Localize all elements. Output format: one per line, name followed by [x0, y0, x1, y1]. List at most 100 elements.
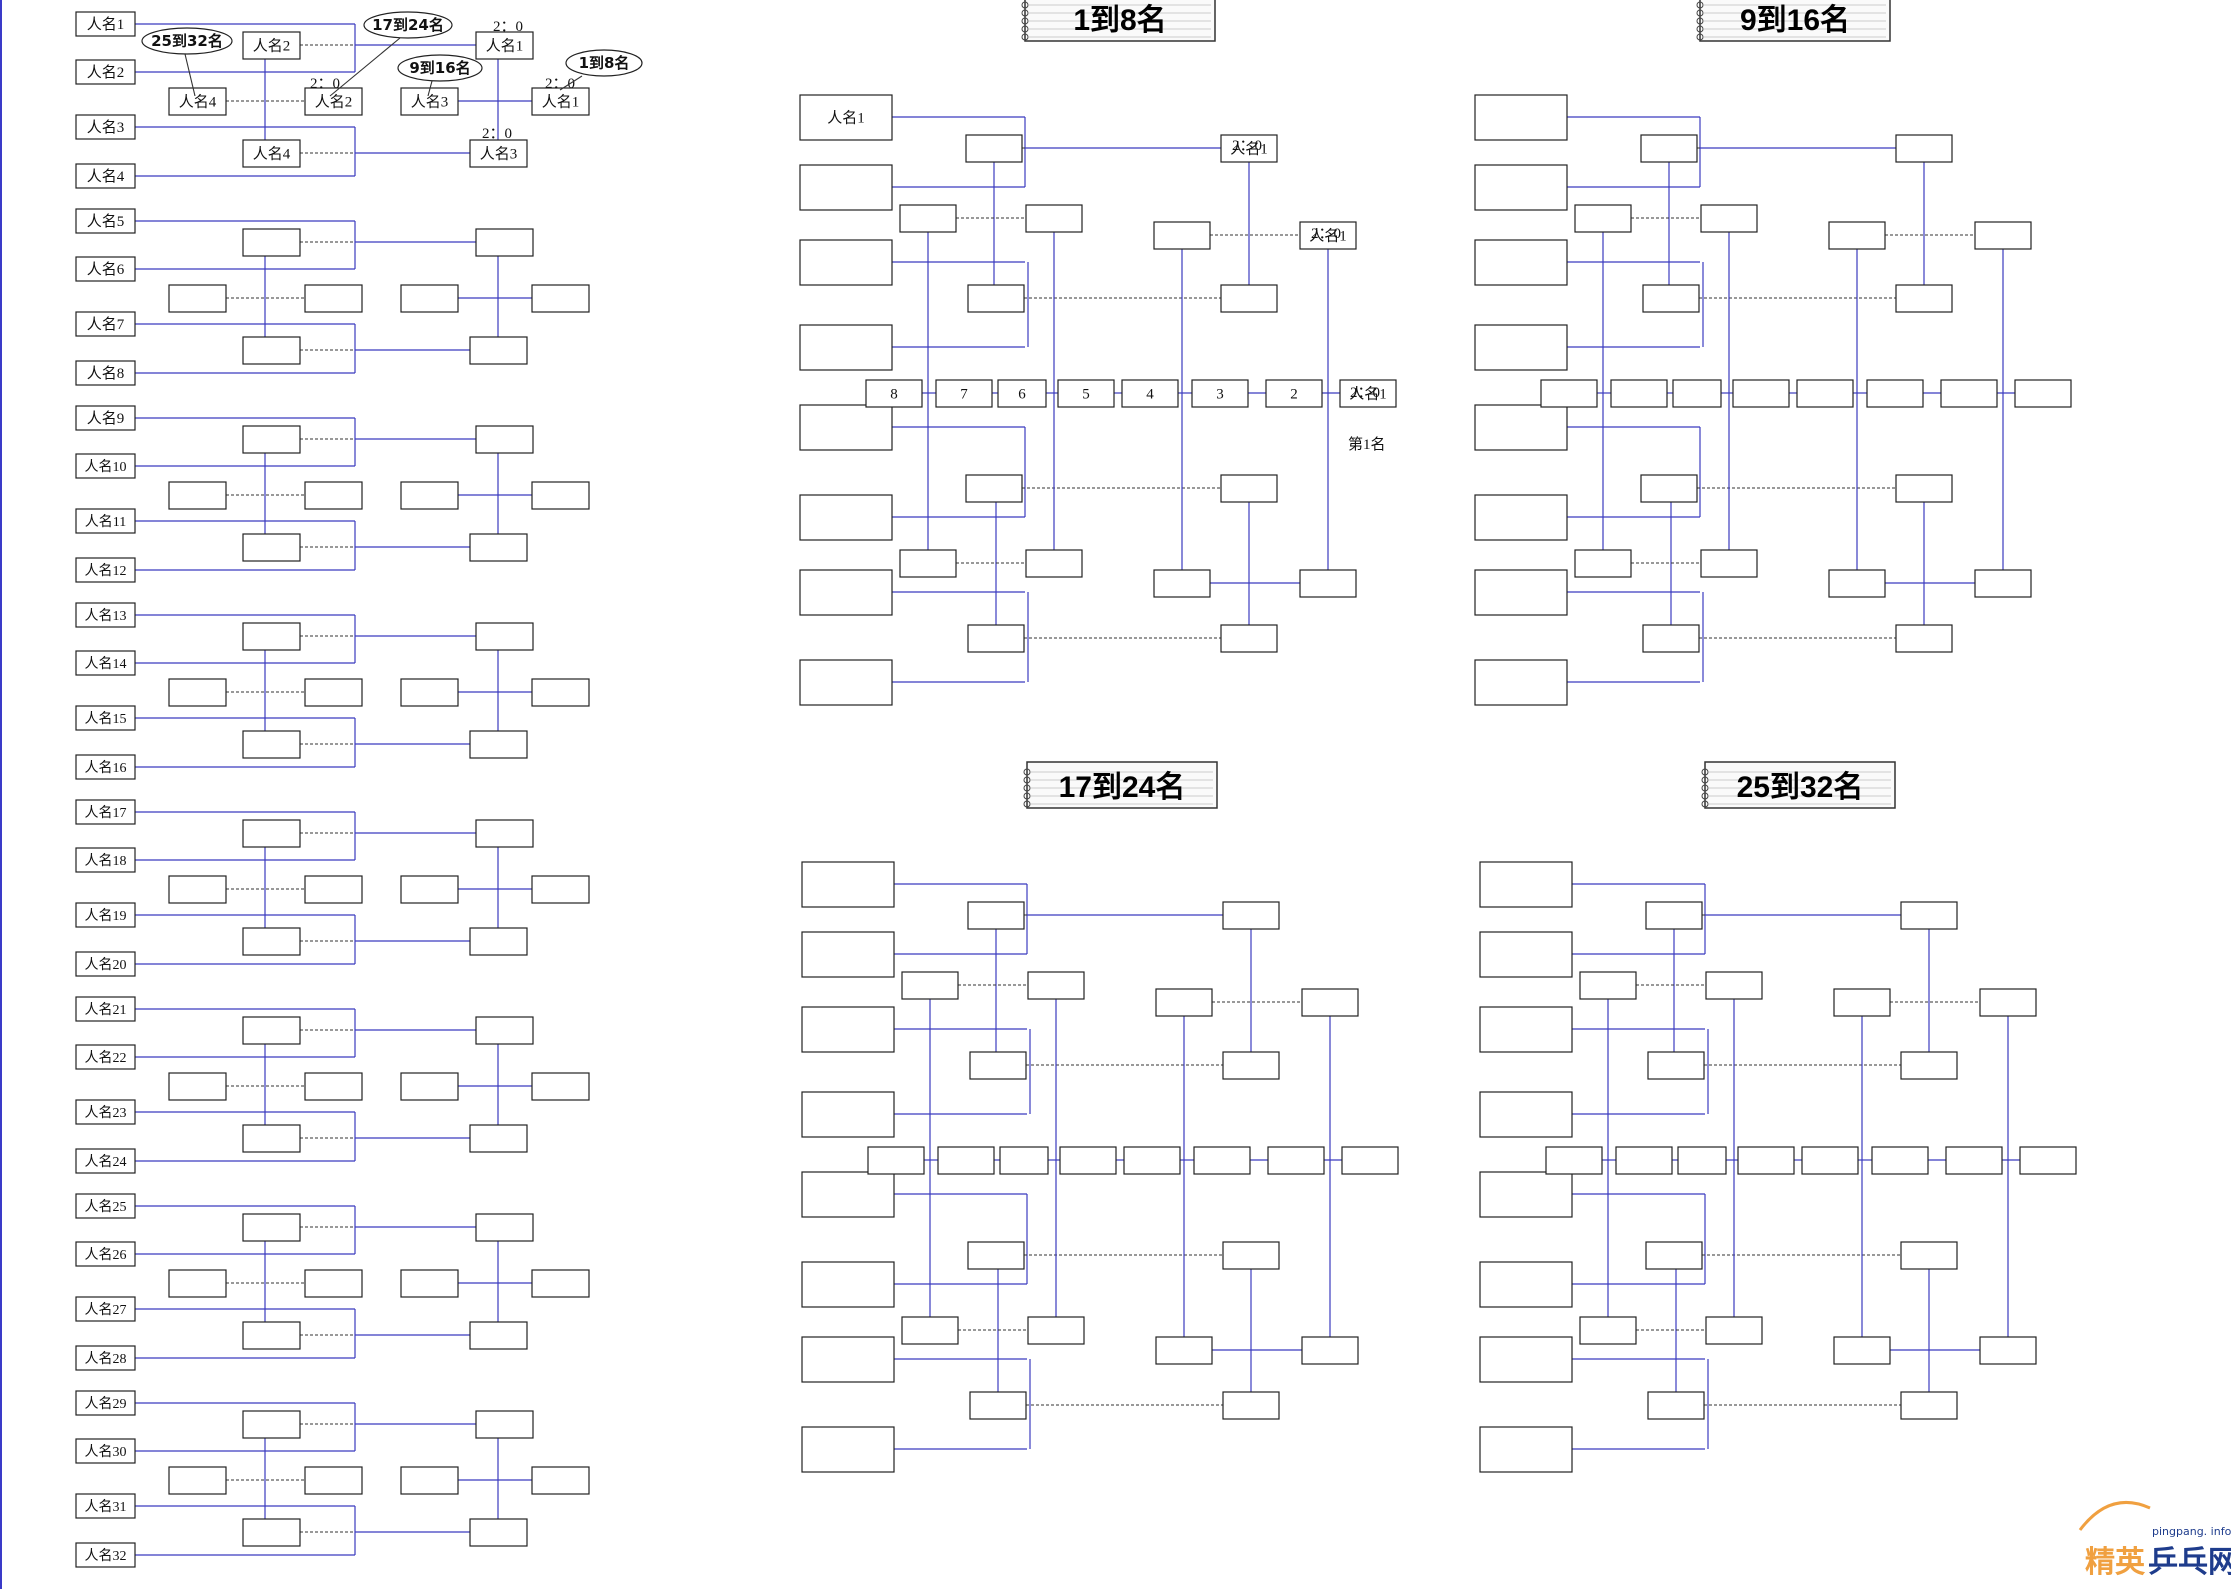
p4-r1-d [1647, 1391, 1705, 1420]
g6-r4-right [531, 1072, 590, 1101]
p2-r1-d [1642, 624, 1700, 653]
p3-r1-c [967, 1241, 1025, 1270]
g8-r2-left [168, 1466, 227, 1495]
callout-25-32 [141, 27, 233, 55]
p1-placing-5 [1057, 379, 1115, 408]
p4-final-a [1833, 988, 1891, 1017]
p4-title-ring [1701, 784, 1709, 792]
player-box-30 [75, 1438, 136, 1464]
player-box-31-label: 人名31 [85, 1499, 127, 1515]
p4-final-d [1979, 1336, 2037, 1365]
p3-title-banner [1026, 761, 1218, 809]
p4-title-ring [1701, 800, 1709, 808]
p2-r2-b [1700, 204, 1758, 233]
p2-placing-5 [1732, 379, 1790, 408]
player-box-10-label: 人名10 [85, 459, 127, 475]
p4-placing-7 [1615, 1146, 1673, 1175]
p2-placing-3 [1866, 379, 1924, 408]
p3-title-ring [1023, 784, 1031, 792]
p4-semi-d [1900, 1391, 1958, 1420]
player-box-4-label: 人名4 [87, 168, 125, 185]
p1-score-2: 2：0 [1311, 226, 1341, 242]
p3-r1-b [969, 1051, 1027, 1080]
p2-final-a [1828, 221, 1886, 250]
g4-r2-right [304, 678, 363, 707]
p3-semi-d [1222, 1391, 1280, 1420]
p2-title-ring [1696, 1, 1704, 9]
player-box-16 [75, 754, 136, 780]
p3-placing-7 [937, 1146, 995, 1175]
g6-r4-left [400, 1072, 459, 1101]
player-box-12 [75, 557, 136, 583]
g1-r1-bottom [242, 139, 301, 168]
p4-r1-a [1645, 901, 1703, 930]
player-box-28-label: 人名28 [85, 1351, 127, 1367]
p1-title-ring [1021, 25, 1029, 33]
p1-entry-1-label: 人名1 [827, 110, 865, 127]
player-box-3 [75, 114, 136, 140]
g4-r4-left [400, 678, 459, 707]
p1-placing-7 [935, 379, 993, 408]
g3-r2-right [304, 481, 363, 510]
callout-25-32-text: 25到32名 [151, 32, 223, 50]
p2-final-d [1974, 569, 2032, 598]
player-box-13-label: 人名13 [85, 608, 127, 624]
player-box-4 [75, 163, 136, 189]
p4-r2-a [1579, 971, 1637, 1000]
p3-placing-3 [1193, 1146, 1251, 1175]
p2-title: 9到16名 [1740, 4, 1850, 37]
p1-entry-1 [799, 94, 893, 141]
player-box-27 [75, 1296, 136, 1322]
callout-1-8 [565, 49, 643, 77]
g3-r2-left [168, 481, 227, 510]
player-box-15 [75, 705, 136, 731]
player-box-16-label: 人名16 [85, 760, 127, 776]
p2-placing-6 [1672, 379, 1722, 408]
player-box-12-label: 人名12 [85, 563, 127, 579]
p2-semi-b [1895, 284, 1953, 313]
player-box-26 [75, 1241, 136, 1267]
player-box-19-label: 人名19 [85, 908, 127, 924]
g1-r3-bottom [469, 139, 528, 168]
p3-final-c [1155, 1336, 1213, 1365]
g3-r1-bottom [242, 533, 301, 562]
g3-r4-left [400, 481, 459, 510]
p2-title-ring [1696, 9, 1704, 17]
p4-r2-d [1705, 1316, 1763, 1345]
p3-entry-5 [801, 1171, 895, 1218]
p1-placing-6-label: 6 [1018, 387, 1026, 403]
p4-placing-5 [1737, 1146, 1795, 1175]
p1-placing-4-label: 4 [1146, 387, 1154, 403]
p3-r2-c [901, 1316, 959, 1345]
callout-9-16-text: 9到16名 [409, 59, 470, 77]
p1-placing-4 [1121, 379, 1179, 408]
p1-placing-8 [865, 379, 923, 408]
player-box-3-label: 人名3 [87, 119, 125, 136]
p2-r1-a [1640, 134, 1698, 163]
score-g1-a: 2：0 [493, 19, 523, 35]
g7-r4-left [400, 1269, 459, 1298]
player-box-14-label: 人名14 [85, 656, 127, 672]
p4-entry-4 [1479, 1091, 1573, 1138]
p1-placing-6 [997, 379, 1047, 408]
p1-title-ring [1021, 9, 1029, 17]
player-box-8 [75, 360, 136, 386]
p3-placing-2 [1267, 1146, 1325, 1175]
page-left-border [0, 0, 2, 1589]
p3-placing-1 [1341, 1146, 1399, 1175]
p4-title-banner [1704, 761, 1896, 809]
g1-r1-top-label: 人名2 [253, 38, 291, 55]
p4-placing-2 [1945, 1146, 2003, 1175]
p2-semi-c [1895, 474, 1953, 503]
g3-r3-bottom [469, 533, 528, 562]
p3-title-ring [1023, 792, 1031, 800]
p3-title-ring [1023, 776, 1031, 784]
g5-r2-left [168, 875, 227, 904]
g7-r2-left [168, 1269, 227, 1298]
p3-r1-a [967, 901, 1025, 930]
player-box-14 [75, 650, 136, 676]
p2-placing-2 [1940, 379, 1998, 408]
p3-placing-5 [1059, 1146, 1117, 1175]
p1-score-1: 2：0 [1232, 138, 1262, 154]
player-box-23 [75, 1099, 136, 1125]
